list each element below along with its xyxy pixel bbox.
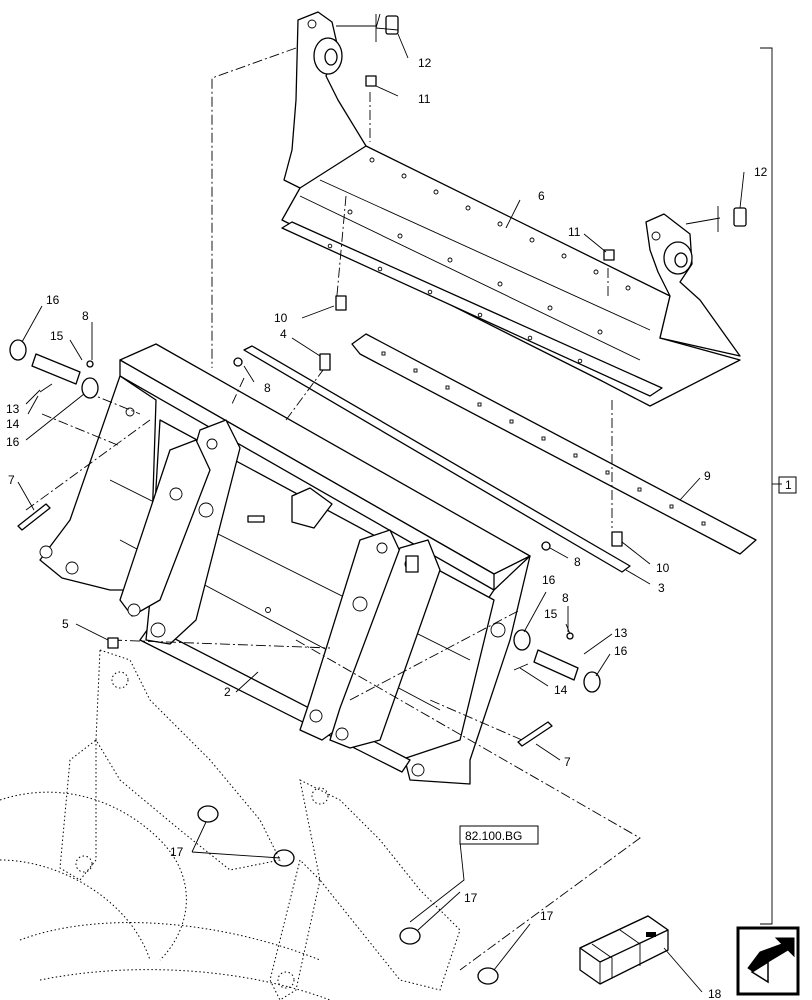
loader-arms-reference [0, 649, 461, 1000]
callout-8: 8 [264, 381, 271, 395]
callout-16: 16 [6, 435, 20, 449]
callout-17: 17 [170, 845, 184, 859]
callout-16: 16 [46, 293, 60, 307]
next-page-arrow-icon[interactable] [736, 926, 800, 996]
callout-7: 7 [564, 755, 571, 769]
callout-18: 18 [708, 987, 722, 1000]
callout-6: 6 [538, 189, 545, 203]
callout-1-box [778, 476, 797, 494]
callout-7: 7 [8, 473, 15, 487]
callout-4: 4 [280, 327, 287, 341]
callout-5: 5 [62, 617, 69, 631]
side-plate-assembly [281, 11, 741, 407]
cutting-edge [351, 333, 757, 555]
callout-13: 13 [614, 626, 628, 640]
callout-16: 16 [542, 573, 556, 587]
callout-9: 9 [704, 469, 711, 483]
callout-10: 10 [656, 561, 670, 575]
assembly-lines [25, 47, 641, 971]
callout-labels: 12 11 6 12 11 10 4 16 8 15 13 14 16 7 8 … [6, 56, 792, 1000]
callout-13: 13 [6, 402, 20, 416]
callout-1: 1 [785, 478, 792, 492]
callout-17: 17 [540, 909, 554, 923]
callout-16: 16 [614, 644, 628, 658]
reference-label: 82.100.BG [465, 829, 522, 843]
callout-12: 12 [754, 165, 768, 179]
reference-link-82-100-bg[interactable]: 82.100.BG [459, 825, 539, 845]
callout-14: 14 [6, 417, 20, 431]
callout-3: 3 [658, 581, 665, 595]
callout-8: 8 [82, 309, 89, 323]
leader-lines [17, 13, 782, 993]
plate-holes [347, 157, 631, 335]
callout-15: 15 [50, 329, 64, 343]
callout-14: 14 [554, 683, 568, 697]
callout-17: 17 [464, 891, 478, 905]
callout-15: 15 [544, 607, 558, 621]
callout-8: 8 [574, 555, 581, 569]
callout-11: 11 [418, 92, 431, 106]
bucket-frame [39, 343, 531, 785]
callout-8: 8 [562, 591, 569, 605]
callout-12: 12 [418, 56, 432, 70]
callout-10: 10 [274, 311, 288, 325]
hardware [9, 15, 747, 985]
crate-icon [579, 915, 669, 985]
wear-strip-upper [281, 221, 663, 397]
side-strip [243, 345, 631, 573]
callout-2: 2 [224, 685, 231, 699]
callout-11: 11 [568, 225, 581, 239]
